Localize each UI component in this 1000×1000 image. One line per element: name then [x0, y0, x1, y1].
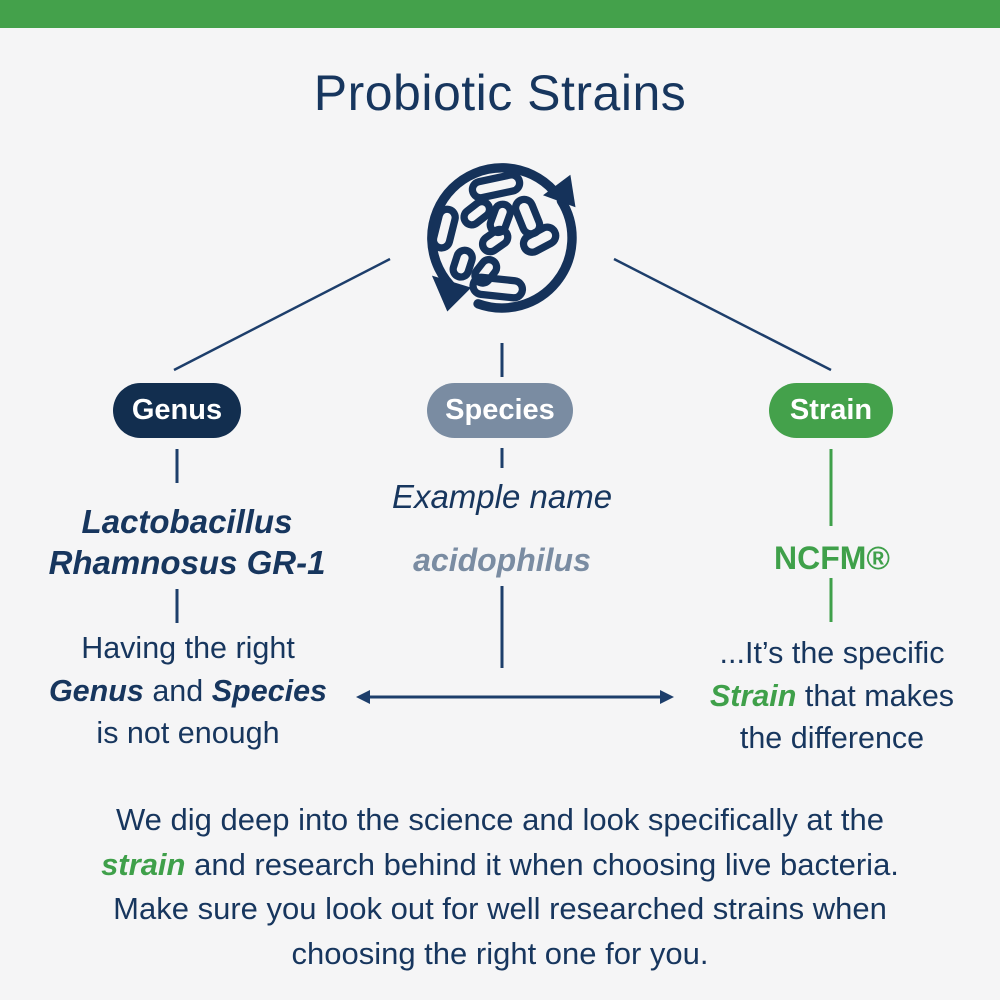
strain-diagonal-line [613, 257, 832, 372]
strain-caption-line1: ...It’s the specific [719, 636, 945, 670]
genus-pill-label: Genus [131, 394, 223, 426]
page-title: Probiotic Strains [313, 65, 687, 121]
genus-caption-line1: Having the right [81, 631, 295, 665]
genus-example-line2: Rhamnosus GR-1 [48, 544, 326, 581]
genus-pill: Genus [113, 383, 241, 438]
cycle-icon-svg [427, 163, 577, 313]
genus-caption: Having the right Genus and Species is no… [8, 627, 368, 755]
strain-pill-label: Strain [789, 394, 873, 426]
strain-caption-line3: the difference [739, 721, 925, 755]
footer-line4: choosing the right one for you. [291, 935, 709, 971]
species-pill: Species [427, 383, 573, 438]
cycle-arrows [427, 163, 577, 313]
bacteria-cluster [429, 171, 560, 302]
footer-line1: We dig deep into the science and look sp… [115, 802, 884, 837]
genus-diagonal-line [173, 257, 391, 372]
strain-caption-line2: Strain that makes [709, 678, 955, 713]
species-example-name: acidophilus [413, 542, 591, 578]
double-headed-arrow [356, 690, 674, 704]
footer-paragraph: We dig deep into the science and look sp… [30, 798, 970, 976]
species-example-label: Example name [391, 478, 613, 515]
probiotics-cycle-icon [408, 144, 596, 332]
genus-caption-line3: is not enough [96, 716, 280, 750]
strain-example-name: NCFM® [774, 540, 890, 576]
strain-caption: ...It’s the specific Strain that makes t… [680, 632, 984, 760]
species-pill-label: Species [445, 394, 555, 426]
strain-pill: Strain [769, 383, 893, 438]
genus-example-line1: Lactobacillus [81, 503, 293, 540]
genus-caption-line2: Genus and Species [48, 673, 328, 708]
genus-example-name: Lactobacillus Rhamnosus GR-1 [12, 501, 362, 583]
footer-line2: strain and research behind it when choos… [101, 846, 899, 882]
top-accent-bar [0, 0, 1000, 28]
cycle-arrowheads [431, 174, 576, 312]
footer-line3: Make sure you look out for well research… [113, 891, 887, 926]
